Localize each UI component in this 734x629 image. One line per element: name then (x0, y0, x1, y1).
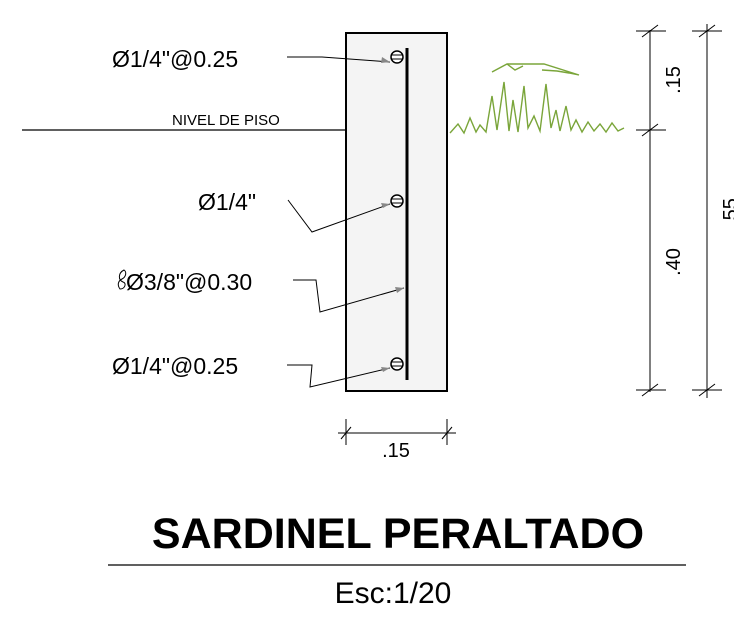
leader-rebar-bottom (287, 364, 391, 388)
leader-stirrup (293, 279, 405, 313)
label-rebar-top: Ø1/4"@0.25 (112, 46, 238, 72)
drawing-title: SARDINEL PERALTADO (152, 510, 644, 558)
stirrup-symbol-icon (117, 269, 127, 290)
dim-width: .15 (382, 440, 410, 462)
leader-rebar-top (287, 56, 391, 63)
rebar-mid (390, 194, 404, 208)
rebar-top (390, 50, 404, 64)
drawing-scale: Esc:1/20 (335, 577, 452, 610)
dim-top-depth: .15 (663, 66, 685, 94)
leader-rebar-mid (287, 199, 391, 233)
grass-symbol (449, 63, 625, 135)
rebar-bottom (390, 357, 404, 371)
label-rebar-bottom: Ø1/4"@0.25 (112, 353, 238, 379)
dim-total-height: .55 (720, 198, 734, 226)
curb-section (345, 32, 448, 392)
label-stirrup: Ø3/8"@0.30 (126, 269, 252, 295)
dim-buried-depth: .40 (663, 248, 685, 276)
label-rebar-mid: Ø1/4" (198, 189, 256, 215)
label-floor-level: NIVEL DE PISO (172, 112, 280, 129)
